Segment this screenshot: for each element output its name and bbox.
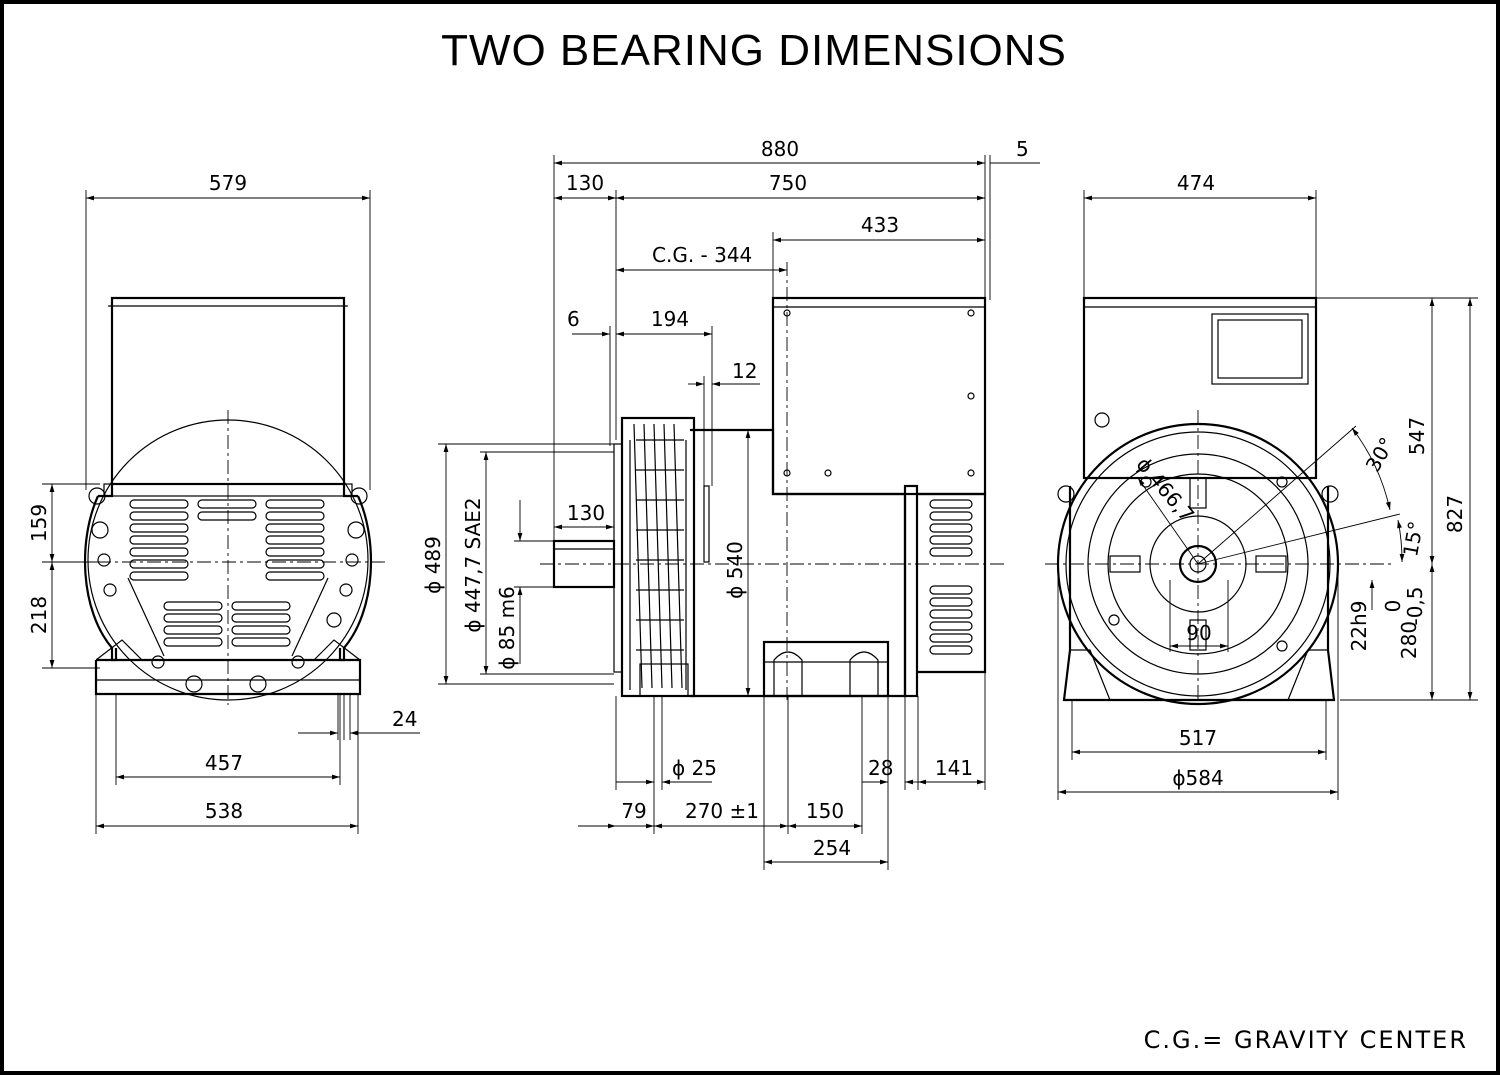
dim-24-label: 24 [392, 707, 417, 731]
dimension-474: 474 [1083, 171, 1317, 298]
dim-79-label: 79 [621, 799, 646, 823]
dim-130-shaft-label: 130 [567, 501, 605, 525]
dimension-130-shaft: 130 [554, 501, 614, 530]
dim-d25-label: ϕ 25 [672, 756, 717, 780]
dim-5-label: 5 [1016, 137, 1029, 161]
dimension-880: 880 [553, 137, 986, 540]
dim-159-label: 159 [27, 504, 51, 542]
dimension-cg-344: C.G. - 344 [616, 243, 787, 273]
side-view: 880 5 130 750 433 C.G. - 344 [421, 137, 1040, 870]
dim-750-label: 750 [769, 171, 807, 195]
dim-280-label: 280 [1397, 621, 1421, 659]
dim-218-label: 218 [27, 596, 51, 634]
side-view-outline [552, 296, 987, 698]
dim-827-label: 827 [1443, 495, 1467, 533]
dim-sae-label: ϕ 447,7 SAE2 [461, 497, 485, 632]
dimension-433: 433 [772, 213, 985, 298]
dim-22h9-label: 22h9 [1347, 601, 1371, 652]
dim-150-label: 150 [806, 799, 844, 823]
dimension-5: 5 [989, 137, 1040, 300]
dim-d489-label: ϕ 489 [421, 536, 445, 594]
drawing-title: TWO BEARING DIMENSIONS [441, 26, 1067, 75]
dimension-280: 280 0 -0,5 [1381, 564, 1435, 700]
dimension-diameters: ϕ 489 ϕ 447,7 SAE2 ϕ 85 m6 ϕ 540 [421, 430, 751, 696]
dim-433-label: 433 [861, 213, 899, 237]
dimension-579: 579 [85, 171, 371, 490]
dim-280-tol-upper: 0 [1381, 600, 1405, 613]
dimension-538: 538 [95, 694, 359, 834]
dimension-6-194: 6 194 [567, 307, 713, 486]
dimension-159-218: 159 218 [27, 483, 100, 669]
dim-194-label: 194 [651, 307, 689, 331]
front-view: 579 159 218 24 457 [27, 171, 420, 834]
dimension-24: 24 [298, 694, 420, 740]
dim-474-label: 474 [1177, 171, 1215, 195]
dim-d466-label: ϕ 466,7 [1131, 452, 1199, 526]
dim-280-tol-lower: -0,5 [1403, 586, 1427, 625]
dim-cg-label: C.G. - 344 [652, 243, 752, 267]
dim-d584-label: ϕ584 [1172, 766, 1223, 790]
dimension-547-827: 547 827 [1316, 297, 1478, 701]
dim-880-label: 880 [761, 137, 799, 161]
end-view: 474 547 827 280 0 -0,5 30° 15° ϕ 466,7 9… [1045, 171, 1478, 800]
dim-254-label: 254 [813, 836, 851, 860]
dim-130-top-label: 130 [566, 171, 604, 195]
angle-15-label: 15° [1398, 519, 1428, 558]
dim-547-label: 547 [1405, 417, 1429, 455]
dim-538-label: 538 [205, 799, 243, 823]
dim-d540-label: ϕ 540 [723, 541, 747, 599]
dim-6-label: 6 [567, 307, 580, 331]
dim-12-label: 12 [732, 359, 757, 383]
dim-579-label: 579 [209, 171, 247, 195]
dimension-457: 457 [115, 694, 341, 785]
dimension-90-22: 90 22h9 [1169, 580, 1375, 652]
dimension-130-750: 130 750 [554, 171, 985, 440]
gravity-center-note: C.G.= GRAVITY CENTER [1143, 1026, 1468, 1054]
dimension-bottom: ϕ 25 28 141 79 270 ±1 150 254 [578, 672, 986, 870]
dim-457-label: 457 [205, 751, 243, 775]
dimension-12: 12 [688, 359, 760, 486]
dim-141-label: 141 [935, 756, 973, 780]
dim-28-label: 28 [868, 756, 893, 780]
dim-270-label: 270 ±1 [685, 799, 759, 823]
dimension-517-584: 517 ϕ584 [1057, 564, 1339, 800]
angle-30-label: 30° [1361, 433, 1400, 476]
dim-90-label: 90 [1186, 621, 1211, 645]
dim-d85-label: ϕ 85 m6 [495, 586, 519, 670]
dim-517-label: 517 [1179, 726, 1217, 750]
